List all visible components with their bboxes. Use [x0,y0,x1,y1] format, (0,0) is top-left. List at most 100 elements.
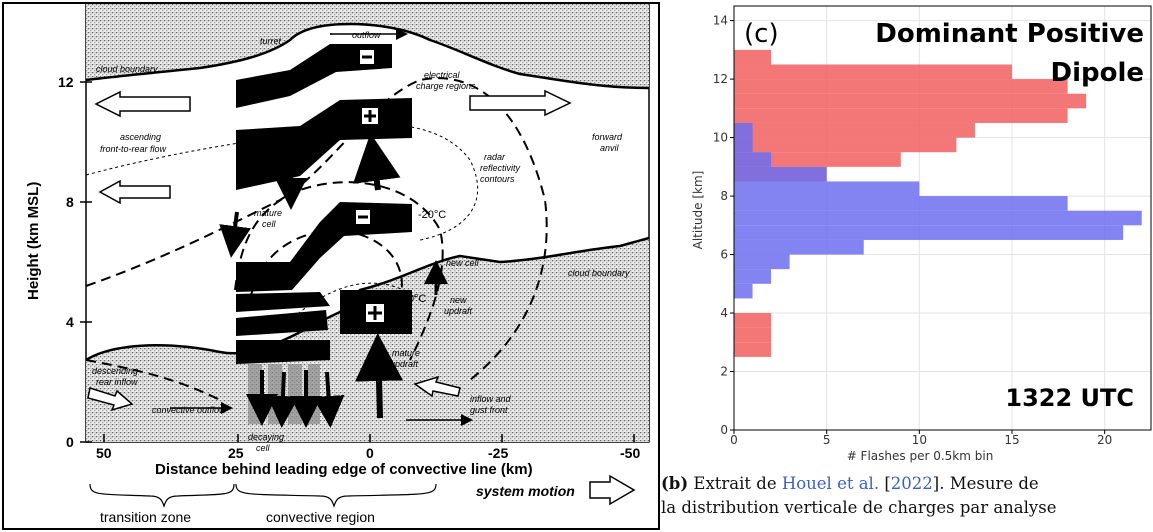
stipple-top [86,4,649,88]
left-axis-ticks [80,81,635,443]
updraft-arrows [170,28,473,428]
left-x-axis-label: Distance behind leading edge of convecti… [155,461,533,478]
x-tick-25: 25 [228,445,244,461]
negative-bar [734,181,920,197]
label-new-cell: new cell [446,258,480,268]
negative-bar [734,210,1142,226]
label-new: new [450,295,467,305]
positive-bar [734,108,1068,123]
caption-text-1: Extrait de [693,474,777,493]
negative-bar [734,225,1124,240]
flash-histogram-chart: 0 5 10 15 20 0 2 4 6 8 10 12 14 (c) Dominant Positiv… [691,5,1152,463]
caption-line2: la distribution verticale de charges par… [661,498,1057,517]
label-decaying: decaying [248,432,284,442]
conceptual-storm-diagram: 12 8 4 0 50 25 0 -25 -50 Height (km MSL)… [2,2,660,530]
caption-author-link[interactable]: Houel et al. [781,474,880,493]
positive-bar [734,313,772,328]
y-tick-label: 8 [720,189,728,203]
x-tick-label: 15 [1004,433,1019,447]
negative-bar [734,239,864,255]
label-cloud-boundary-top: cloud boundary [96,64,158,74]
chart-bars [734,49,1142,357]
caption-text-2: . Mesure de [939,474,1039,493]
positive-bar [734,327,772,343]
label-convective-outflow: convective outflow [152,405,226,415]
negative-bar [734,122,753,138]
x-tick-label: 10 [912,433,927,447]
label-updraft: updraft [444,306,473,316]
left-y-axis-label: Height (km MSL) [25,182,42,300]
label-mature-updraft-1: mature [392,348,420,358]
caption-year-link[interactable]: 2022 [890,474,933,493]
panel-label: (c) [744,19,779,49]
negative-bar [734,166,827,182]
label-mature-cell-1: mature [254,208,282,218]
y-tick-12: 12 [58,74,74,90]
label-descending: descending [92,366,138,376]
label-mature-cell-2: cell [262,219,277,229]
caption-label: (b) [661,474,689,493]
charge-signs [356,50,378,224]
negative-bar [734,269,772,284]
negative-bar [734,152,772,167]
chart-x-axis-label: # Flashes per 0.5km bin [847,449,994,463]
cloud-boundary-top [85,22,650,90]
label-radar: radar [484,152,506,162]
chart-ticks: 0 5 10 15 20 0 2 4 6 8 10 12 14 [713,14,1113,447]
y-tick-label: 10 [713,131,728,145]
label-outflow: outflow [352,30,381,40]
positive-bar [734,93,1087,109]
x-tick-label: 0 [730,433,738,447]
negative-bar [734,283,753,299]
label-decaying-cell: cell [256,443,271,453]
negative-bar [734,196,1068,211]
y-tick-label: 4 [720,306,728,320]
positive-bar [734,122,975,138]
x-tick-label: 5 [823,433,831,447]
y-tick-label: 6 [720,248,728,262]
label-anvil: anvil [600,143,620,153]
x-tick-minus50: -50 [620,445,640,461]
chart-title-line2: Dipole [1050,58,1144,88]
y-tick-label: 14 [713,14,728,28]
label-reflectivity: reflectivity [480,163,521,173]
label-forward: forward [592,132,623,142]
label-zero-c: 0°C [408,293,427,305]
label-front-to-rear: front-to-rear flow [100,144,167,154]
y-tick-4: 4 [66,314,74,330]
y-tick-0: 0 [66,434,74,450]
label-contours: contours [480,174,515,184]
label-charge-regions: charge regions [416,81,476,91]
system-motion-label: system motion [476,483,575,499]
chart-time: 1322 UTC [1005,384,1134,412]
label-turret: turret [260,36,282,46]
x-tick-label: 20 [1097,433,1112,447]
label-rear-inflow: rear inflow [96,377,138,387]
flow-arrows-hollow [87,89,636,506]
positive-bar [734,152,901,167]
label-inflow: inflow and [470,394,512,404]
label-mature-updraft-2: updraft [390,359,419,369]
positive-bar [734,79,1068,94]
zone-convective: convective region [266,509,375,525]
y-tick-label: 0 [720,423,728,437]
x-tick-minus25: -25 [488,445,508,461]
chart-title-line1: Dominant Positive [875,19,1144,49]
chart-y-axis-label: Altitude [km] [691,171,705,250]
label-ascending: ascending [120,132,161,142]
y-tick-label: 2 [720,365,728,379]
positive-bar [734,137,957,153]
label-gust-front: gust front [470,405,508,415]
negative-bar [734,137,753,153]
y-tick-8: 8 [66,194,74,210]
figure-caption: (b) Extrait de Houel et al. [2022]. Mesu… [661,472,1153,520]
label-cloud-boundary-right: cloud boundary [568,268,630,278]
positive-bar [734,342,772,357]
negative-bar [734,254,790,270]
zone-transition: transition zone [100,509,191,525]
positive-bar [734,64,1012,80]
x-tick-50: 50 [96,445,112,461]
y-tick-label: 12 [713,72,728,86]
zone-braces [89,483,437,508]
positive-bar [734,49,772,65]
